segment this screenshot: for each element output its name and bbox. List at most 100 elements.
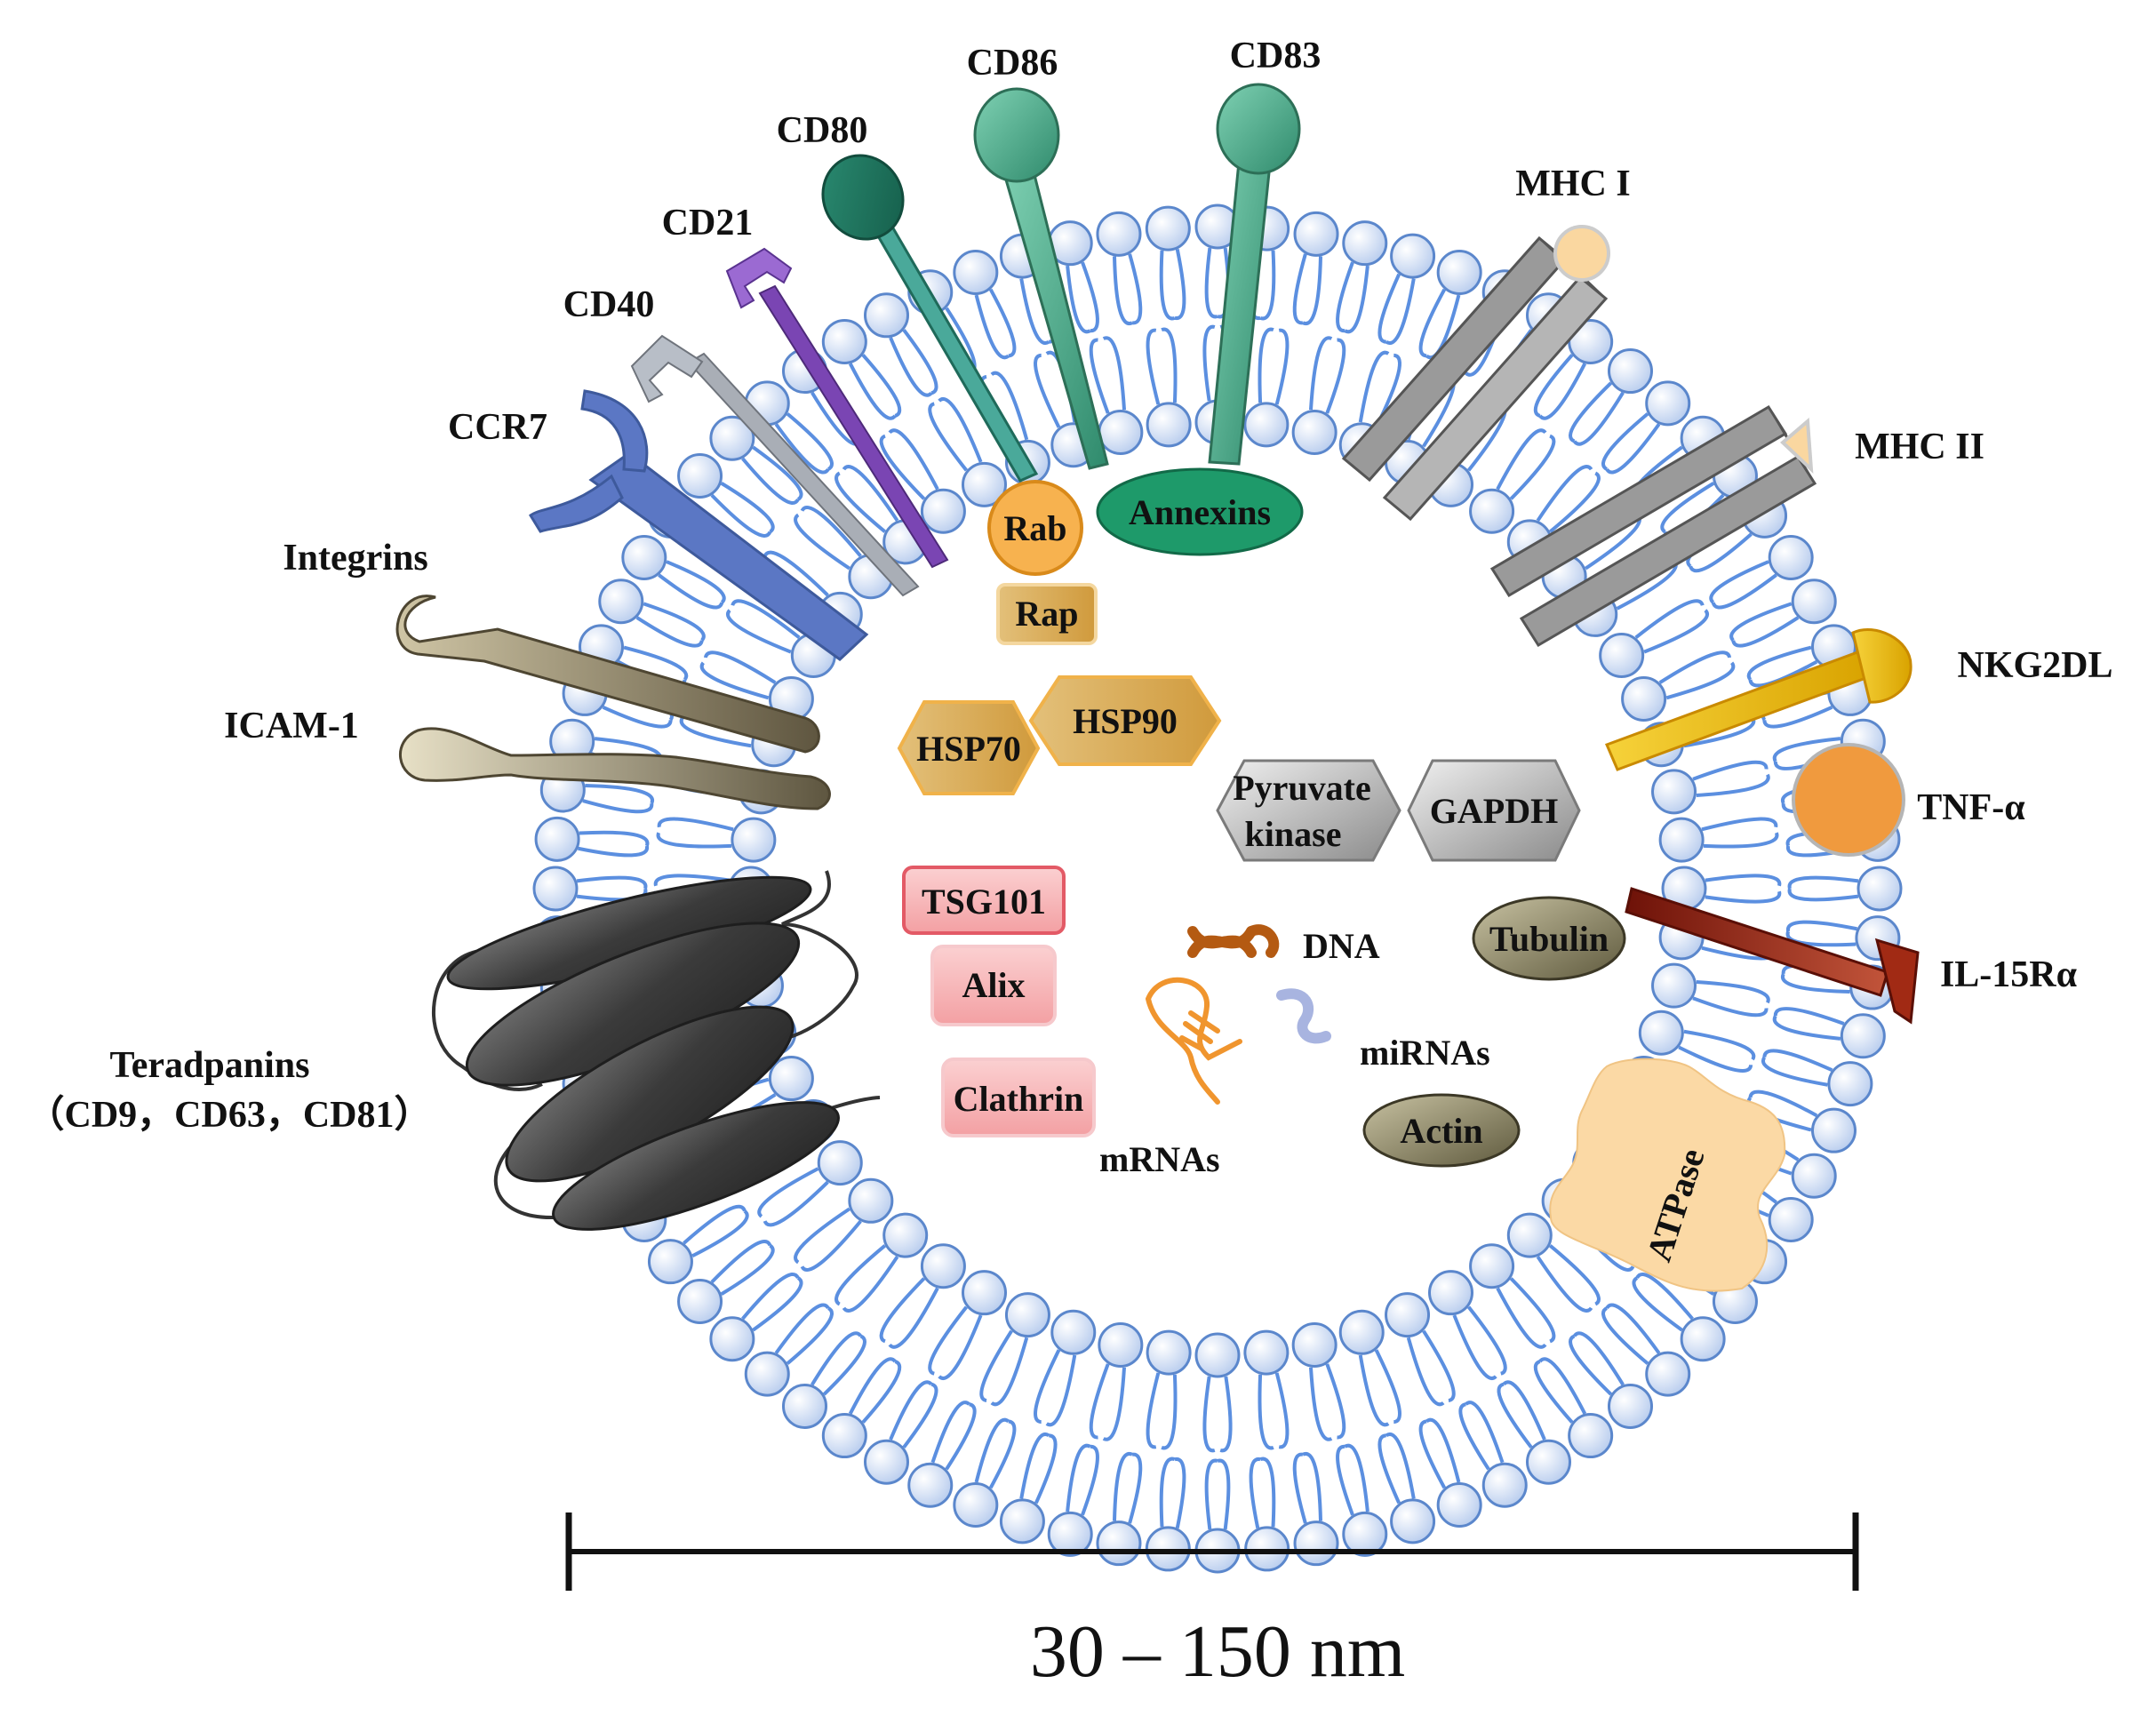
lipid-head — [1658, 817, 1705, 863]
lipid-head — [1651, 769, 1697, 815]
lipid-tail — [1466, 1305, 1507, 1376]
lipid-tail — [1452, 1314, 1497, 1380]
lipid-tail — [848, 363, 897, 420]
lipid-tail — [1729, 602, 1793, 642]
lipid-head — [1469, 488, 1515, 534]
lipid-tail — [1731, 616, 1800, 648]
tubulin-label: Tubulin — [1489, 919, 1609, 959]
lipid-head — [1811, 1107, 1857, 1153]
lipid-tail — [1696, 979, 1770, 1004]
tsg101-label: TSG101 — [922, 882, 1046, 922]
lipid-tail — [1509, 434, 1556, 500]
lipid-tail — [1202, 324, 1216, 402]
lipid-tail — [1533, 1360, 1574, 1424]
il15ra-protein — [1625, 887, 1920, 1025]
lipid-tail — [653, 874, 731, 887]
lipid-tail — [1019, 1433, 1050, 1499]
lipid-tail — [1683, 1029, 1756, 1061]
lipid-tail — [1249, 1457, 1261, 1528]
lipid-head — [920, 1243, 966, 1289]
alix-cargo: Alix — [930, 945, 1057, 1026]
lipid-tail — [990, 371, 1029, 441]
annexins-cargo: Annexins — [1096, 467, 1304, 556]
hsp70-cargo: HSP70 — [897, 700, 1041, 795]
lipid-tail — [1204, 247, 1218, 319]
lipid-tail — [1601, 412, 1649, 471]
lipid-tail — [1465, 1401, 1505, 1464]
lipid-tail — [1658, 650, 1732, 684]
lipid-tail — [1761, 1056, 1828, 1087]
lipid-head — [962, 461, 1007, 507]
mirna-cargo: miRNAs — [1276, 988, 1490, 1073]
lipid-tail — [1762, 705, 1833, 729]
lipid-tail — [1458, 1402, 1490, 1471]
lipid-tail — [1089, 1363, 1110, 1440]
lipid-tail — [1711, 573, 1777, 610]
lipid-head — [1645, 380, 1691, 427]
lipid-tail — [1159, 1457, 1176, 1528]
lipid-tail — [861, 1360, 902, 1424]
lipid-head — [1428, 1270, 1473, 1316]
lipid-head — [1526, 1439, 1571, 1485]
lipid-tail — [602, 705, 673, 729]
lipid-head — [1638, 1010, 1684, 1056]
lipid-head — [1827, 1061, 1873, 1107]
lipid-tail — [1112, 256, 1133, 326]
lipid-tail — [1787, 888, 1859, 902]
lipid-head — [817, 1140, 863, 1186]
lipid-tail — [1418, 288, 1447, 358]
lipid-tail — [902, 329, 938, 395]
lipid-tail — [710, 493, 772, 538]
lipid-tail — [1692, 760, 1769, 781]
lipid-tail — [1772, 737, 1841, 762]
lipid-tail — [720, 482, 775, 534]
lipid-tail — [990, 1337, 1029, 1407]
lipid-head — [1840, 1013, 1886, 1059]
lipid-tail — [879, 1277, 926, 1344]
lipid-tail — [1780, 973, 1850, 994]
lipid-tail — [657, 817, 734, 832]
rap-cargo: Rap — [996, 583, 1098, 645]
lipid-tail — [741, 1273, 800, 1321]
cd40-protein — [630, 334, 920, 597]
lipid-tail — [1161, 327, 1178, 403]
lipid-head — [1338, 1309, 1385, 1355]
lipid-tail — [938, 1314, 983, 1380]
lipid-tail — [1034, 1349, 1061, 1425]
lipid-tail — [1683, 716, 1756, 748]
lipid-tail — [752, 1276, 803, 1332]
lipid-tail — [1385, 278, 1416, 345]
clathrin-label: Clathrin — [954, 1079, 1084, 1119]
lipid-head — [953, 249, 999, 295]
tetraspanins-members-label: （CD9，CD63，CD81） — [28, 1094, 432, 1136]
lipid-head — [709, 1316, 755, 1362]
lipid-head — [1680, 1316, 1726, 1362]
lipid-tail — [879, 434, 926, 500]
lipid-tail — [1034, 353, 1061, 428]
lipid-tail — [1358, 1354, 1390, 1427]
lipid-tail — [1102, 1367, 1127, 1441]
lipid-tail — [691, 1209, 749, 1258]
lipid-tail — [1548, 471, 1601, 533]
lipid-head — [864, 1439, 909, 1485]
nkg2dl-label: NKG2DL — [1957, 645, 2112, 686]
gapdh-label: GAPDH — [1430, 791, 1558, 831]
lipid-tail — [1605, 1303, 1661, 1354]
hsp70-label: HSP70 — [916, 729, 1021, 769]
rab-cargo: Rab — [987, 480, 1083, 576]
lipid-head — [1436, 1482, 1482, 1528]
alix-label: Alix — [962, 965, 1025, 1005]
lipid-tail — [1572, 1331, 1625, 1386]
lipid-tail — [741, 457, 800, 505]
lipid-head — [1469, 1243, 1515, 1289]
lipid-tail — [1689, 532, 1753, 573]
lipid-tail — [1572, 391, 1625, 446]
lipid-tail — [794, 1207, 850, 1265]
lipid-tail — [1496, 1287, 1547, 1349]
lipid-head — [1481, 1462, 1528, 1508]
lipid-tail — [1274, 328, 1290, 405]
lipid-tail — [1202, 1376, 1216, 1453]
lipid-tail — [1418, 1419, 1447, 1489]
lipid-tail — [1701, 817, 1778, 832]
lipid-tail — [1377, 1433, 1401, 1504]
